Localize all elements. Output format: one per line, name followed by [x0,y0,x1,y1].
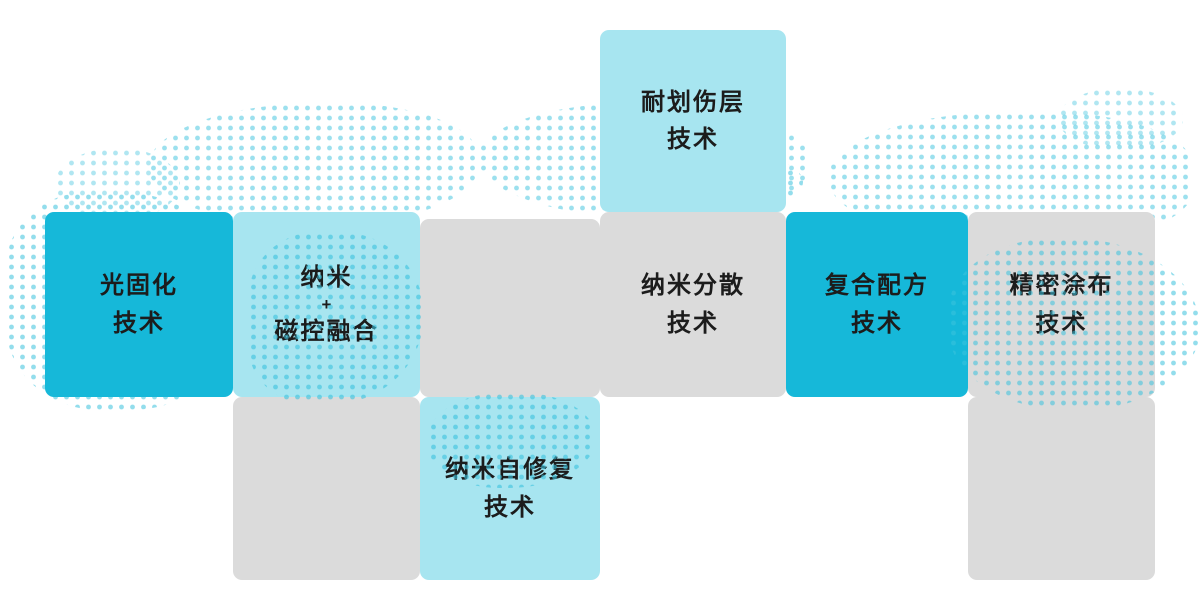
tile-label-line: 技术 [667,126,719,153]
tile-label-line: 复合配方 [825,272,929,300]
tile-label: 耐划伤层 技术 [641,84,745,158]
tile-label-line: 技术 [113,309,165,337]
tile-label: 光固化 技术 [100,267,178,341]
tile-label-line: 技术 [851,309,903,337]
tile-label-line: 耐划伤层 [641,88,745,116]
tile-empty-3 [968,397,1155,580]
tile-empty-2 [233,397,420,580]
world-map-dots [1058,88,1183,150]
tile-label: 纳米分散 技术 [641,267,745,341]
world-map-dots-overlay [428,392,596,488]
tile-label-line: 光固化 [100,272,178,300]
tile-label: 复合配方 技术 [825,267,929,341]
tile-empty-1 [420,219,600,397]
tile-nano-dispersion: 纳米分散 技术 [600,212,786,397]
world-map-dots [55,148,180,220]
world-map-dots-overlay [248,232,424,404]
tile-scratch-resistant-layer: 耐划伤层 技术 [600,30,786,212]
tile-label-line: 纳米分散 [641,272,745,300]
world-map-dots [148,103,478,225]
tile-photo-curing: 光固化 技术 [45,212,233,397]
world-map-dots-overlay [948,238,1200,410]
tile-label-line: 技术 [667,309,719,337]
tile-composite-formula: 复合配方 技术 [786,212,968,397]
tile-label-line: 技术 [484,493,536,521]
